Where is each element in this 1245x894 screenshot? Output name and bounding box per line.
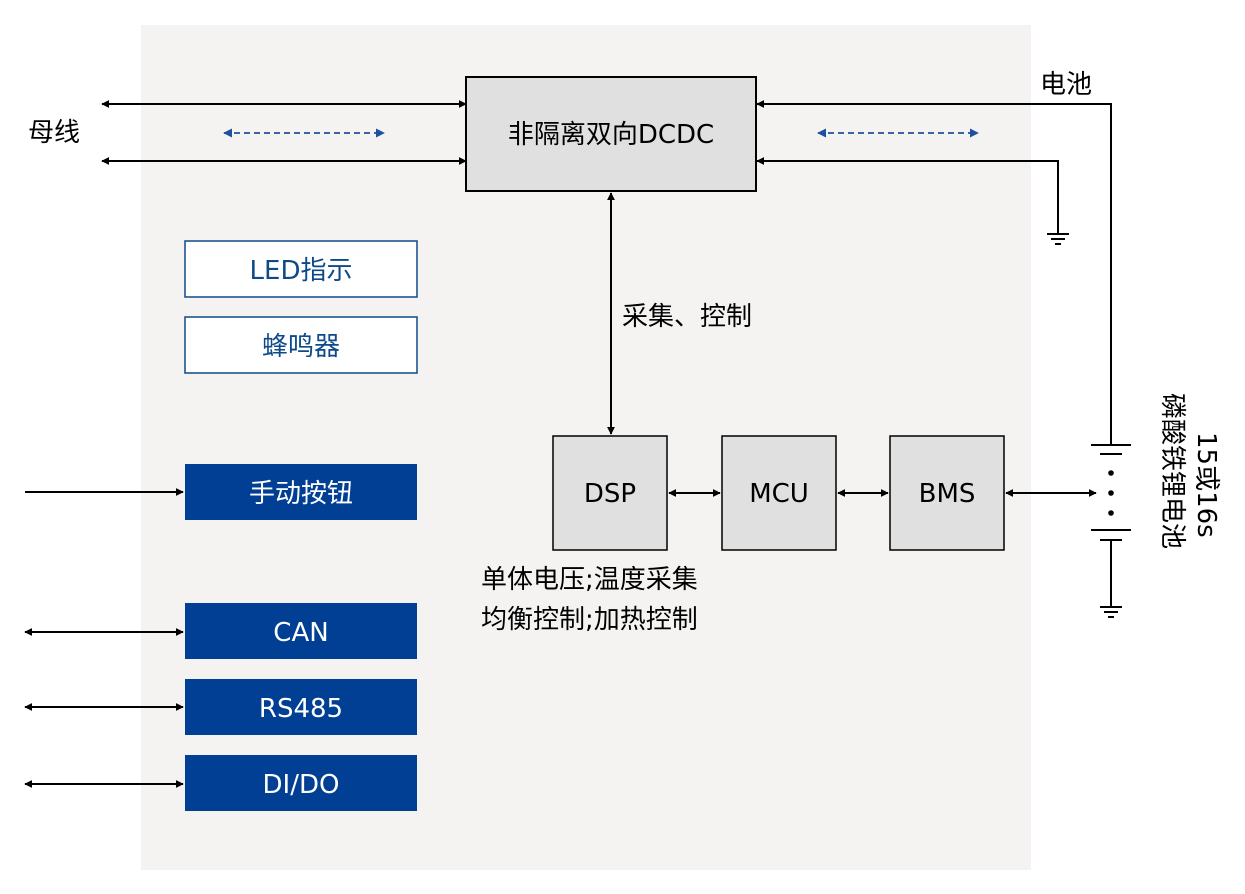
dcdc-label: 非隔离双向DCDC [508, 120, 714, 150]
bms-block [889, 435, 1005, 551]
mcu-block [721, 435, 837, 551]
manual-button-block [185, 464, 417, 520]
dsp-block [552, 435, 668, 551]
rs485-label: RS485 [259, 694, 343, 724]
dsp-note-line1: 单体电压;温度采集 [481, 565, 698, 595]
bus-connection: 母线 [28, 100, 467, 165]
ground-icon-battery [1100, 606, 1122, 618]
sample-control-label: 采集、控制 [622, 302, 752, 332]
battery-label: 电池 [1040, 70, 1092, 100]
dsp-label: DSP [584, 479, 636, 509]
mcu-label: MCU [749, 479, 809, 509]
ground-icon-dcdc [1047, 233, 1069, 245]
dido-block [185, 755, 417, 811]
rs485-block [185, 679, 417, 735]
bms-label: BMS [919, 479, 976, 509]
can-label: CAN [273, 618, 328, 648]
dido-label: DI/DO [263, 770, 340, 800]
battery-pack-label-line1: 15或16s [1191, 432, 1221, 538]
buzzer-box [184, 316, 418, 374]
bus-label: 母线 [28, 118, 80, 148]
battery-cell-icon [1091, 432, 1131, 607]
dcdc-block [465, 76, 757, 192]
dsp-note-line2: 均衡控制;加热控制 [481, 605, 698, 635]
led-indicator-box [184, 240, 418, 298]
led-indicator-label: LED指示 [250, 256, 353, 286]
battery-pack-label-line2: 磷酸铁锂电池 [1157, 393, 1187, 549]
battery-connection: 电池 [756, 70, 1112, 432]
buzzer-label: 蜂鸣器 [262, 332, 340, 362]
manual-button-label: 手动按钮 [249, 479, 353, 509]
can-block [185, 603, 417, 659]
